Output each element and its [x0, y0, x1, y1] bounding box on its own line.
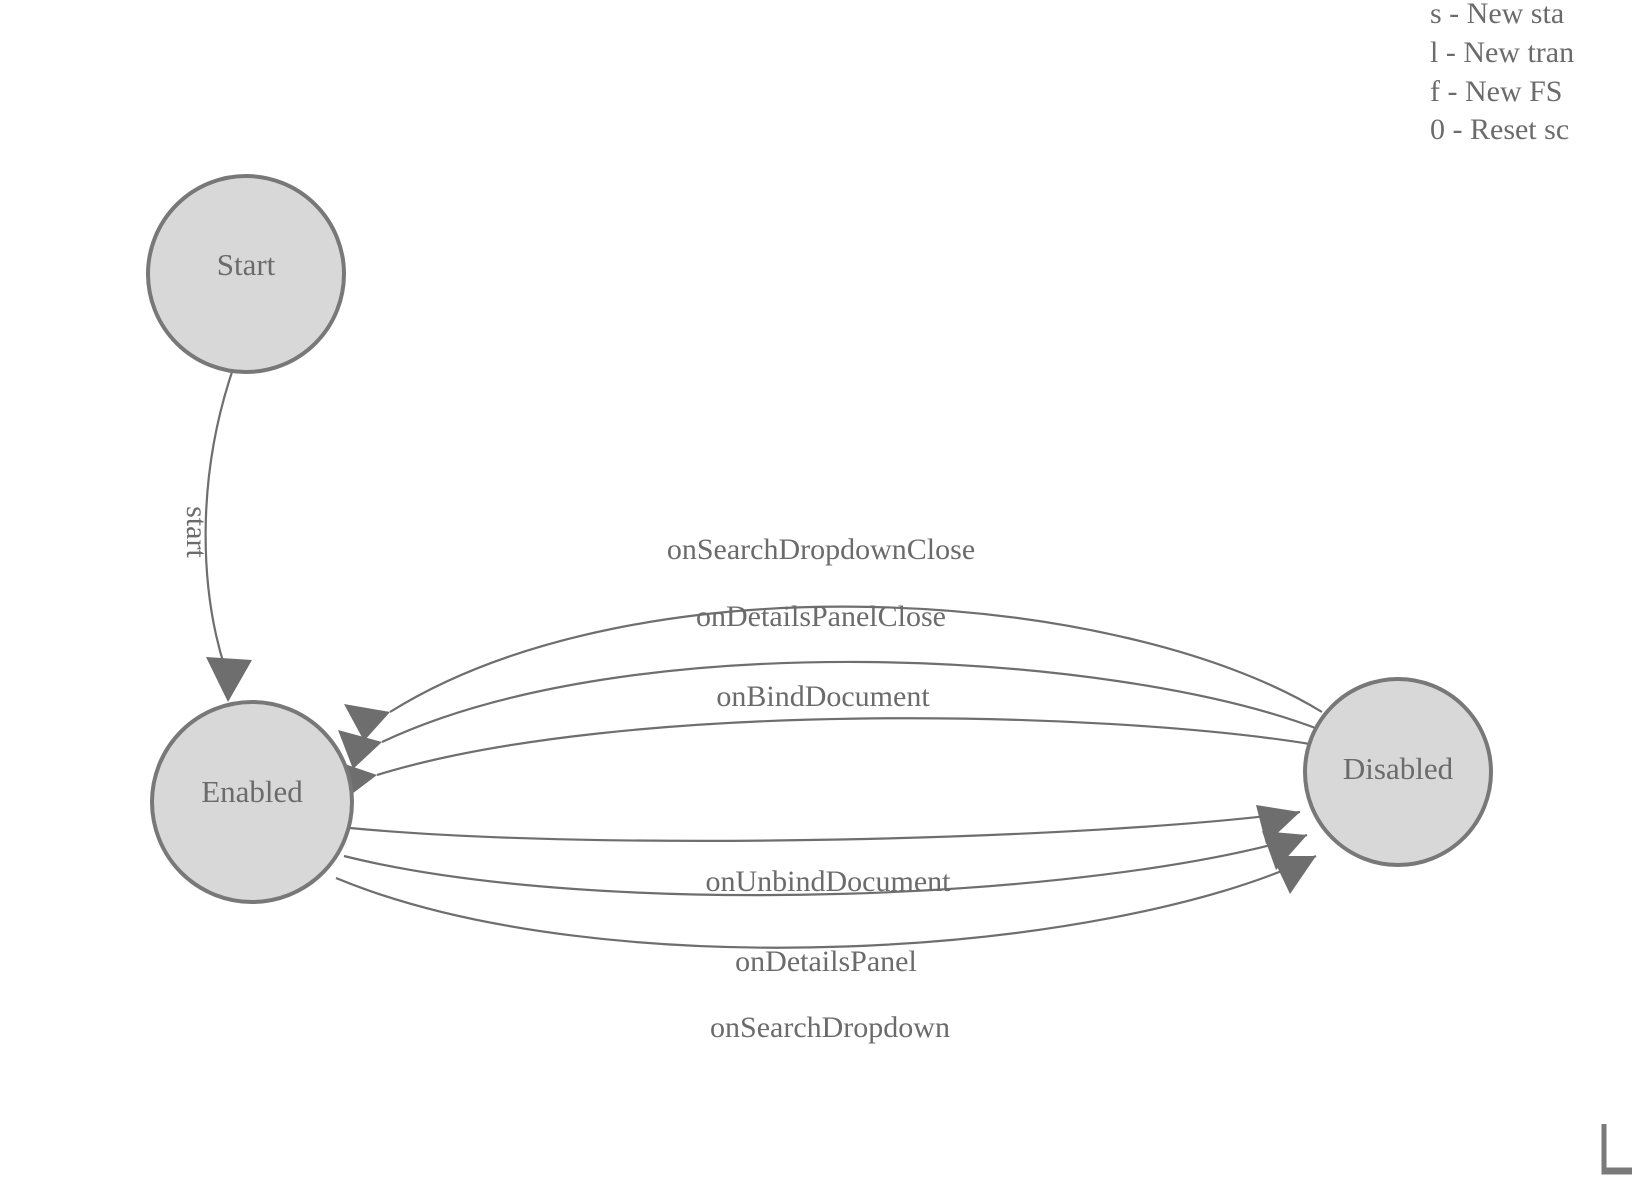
edge-path	[343, 833, 1308, 897]
transition-onDetailsPanelClose[interactable]	[338, 660, 1319, 769]
help-line-new-fsm: f - New FS	[1430, 75, 1563, 108]
state-node-disabled[interactable]: Disabled	[1303, 677, 1493, 867]
help-line-new-transition: l - New tran	[1430, 36, 1574, 69]
state-circle	[150, 700, 354, 904]
arrowhead-icon	[344, 704, 390, 741]
state-node-start[interactable]: Start	[146, 174, 346, 374]
transition-label-onDetailsPanelClose: onDetailsPanelClose	[696, 600, 946, 633]
transition-onUnbindDocument[interactable]	[349, 805, 1301, 844]
edge-path	[381, 660, 1319, 743]
arrowhead-icon	[1262, 831, 1307, 870]
arrowhead-icon	[1272, 856, 1316, 894]
help-line-reset: 0 - Reset sc	[1430, 113, 1569, 146]
state-label: Disabled	[1343, 751, 1454, 786]
state-circle	[1303, 677, 1493, 867]
transition-onBindDocument[interactable]	[333, 717, 1311, 800]
transition-label-onBindDocument: onBindDocument	[716, 680, 930, 713]
transition-onSearchDropdownClose[interactable]	[344, 605, 1323, 741]
transition-onSearchDropdown[interactable]	[335, 855, 1317, 949]
arrowhead-icon	[206, 657, 252, 702]
minimap-panel-border	[1601, 1124, 1632, 1175]
transition-start[interactable]	[204, 371, 252, 702]
edge-path	[389, 605, 1323, 713]
transition-label-onSearchDropdown: onSearchDropdown	[710, 1011, 950, 1044]
transition-label-start: start	[180, 506, 213, 558]
help-legend: s - New sta l - New tran f - New FS 0 - …	[1430, 0, 1574, 146]
edge-path	[376, 717, 1311, 777]
arrowhead-icon	[338, 730, 382, 769]
edge-path	[349, 810, 1301, 842]
edge-path	[335, 855, 1317, 949]
state-circle	[146, 174, 346, 374]
state-node-enabled[interactable]: Enabled	[150, 700, 354, 904]
transition-label-onSearchDropdownClose: onSearchDropdownClose	[667, 533, 975, 566]
state-label: Enabled	[201, 774, 303, 809]
help-line-new-state: s - New sta	[1430, 0, 1564, 30]
transition-onDetailsPanel[interactable]	[343, 831, 1308, 897]
state-label: Start	[217, 247, 276, 282]
minimap-panel-corner[interactable]	[1601, 1126, 1632, 1173]
edge-path	[204, 371, 234, 669]
transition-label-onUnbindDocument: onUnbindDocument	[706, 865, 952, 898]
transition-label-onDetailsPanel: onDetailsPanel	[735, 945, 917, 978]
